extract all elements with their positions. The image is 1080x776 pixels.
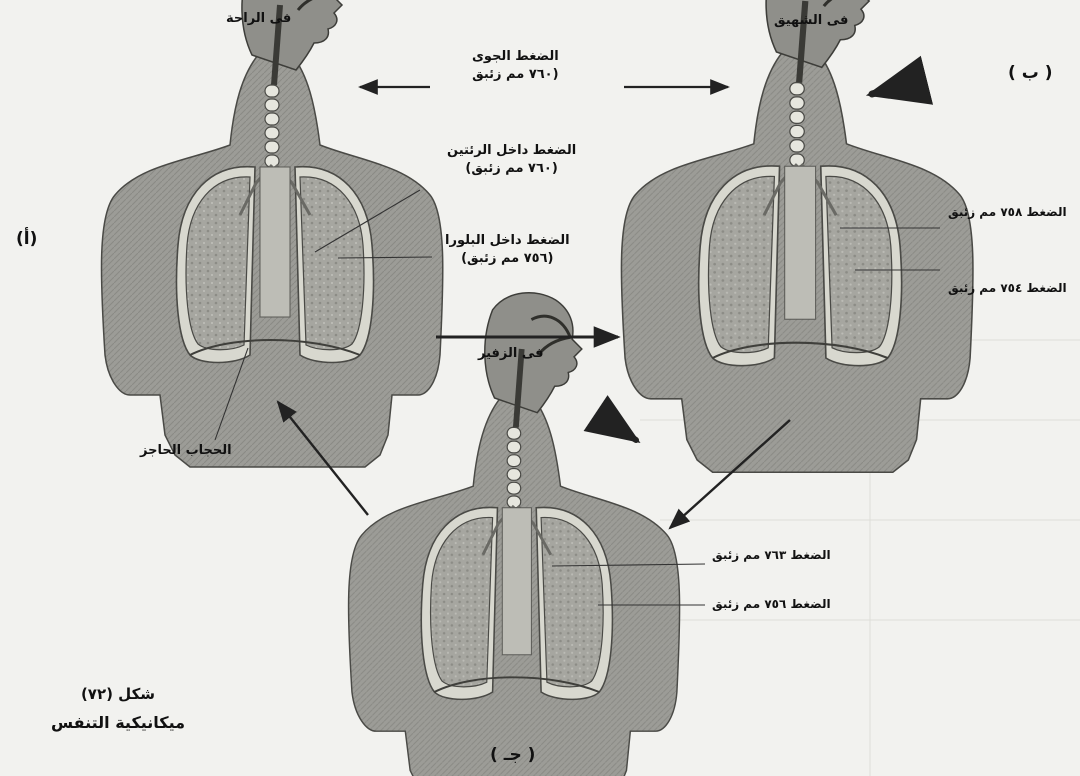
label-inhale-pleura-pressure: الضغط ٧٥٤ مم زئبق xyxy=(948,280,1067,296)
label-diaphragm: الحجاب الحاجز xyxy=(140,442,232,460)
atmospheric-line1: الضغط الجوى xyxy=(472,48,559,66)
figure-number: شكل (٧٢) xyxy=(0,684,236,704)
label-intrapleural-pressure: الضغط داخل البلورا (٧٥٦ مم زئبق) xyxy=(445,232,570,267)
panel-letter-a: (أ) xyxy=(16,228,37,251)
torso-rest xyxy=(101,0,442,467)
label-intrapulmonary-pressure: الضغط داخل الرئتين (٧٦٠ مم زئبق) xyxy=(447,142,576,177)
exhale-air-arrow xyxy=(598,420,636,440)
heading-exhale: فى الزفير xyxy=(478,345,544,363)
intrapulmonary-line1: الضغط داخل الرئتين xyxy=(447,142,576,160)
label-atmospheric-pressure: الضغط الجوى (٧٦٠ مم زئبق xyxy=(472,48,559,83)
heading-rest: فى الراحة xyxy=(226,10,291,28)
panel-letter-b: ( ب ) xyxy=(1008,62,1052,85)
figure-title: ميكانيكية التنفس xyxy=(0,712,236,734)
atmospheric-line2: (٧٦٠ مم زئبق xyxy=(472,66,559,84)
intrapleural-line2: (٧٥٦ مم زئبق) xyxy=(445,250,570,268)
label-inhale-lung-pressure: الضغط ٧٥٨ مم زئبق xyxy=(948,204,1067,220)
heading-inhale: فى الشهيق xyxy=(774,12,848,30)
label-exhale-pleura-pressure: الضغط ٧٥٦ مم زئبق xyxy=(712,596,831,612)
label-exhale-lung-pressure: الضغط ٧٦٣ مم زئبق xyxy=(712,547,831,563)
panel-letter-c: ( جـ ) xyxy=(490,744,535,767)
torso-inhale xyxy=(621,0,973,472)
intrapulmonary-line2: (٧٦٠ مم زئبق) xyxy=(447,160,576,178)
inhale-air-arrow xyxy=(872,80,922,94)
intrapleural-line1: الضغط داخل البلورا xyxy=(445,232,570,250)
